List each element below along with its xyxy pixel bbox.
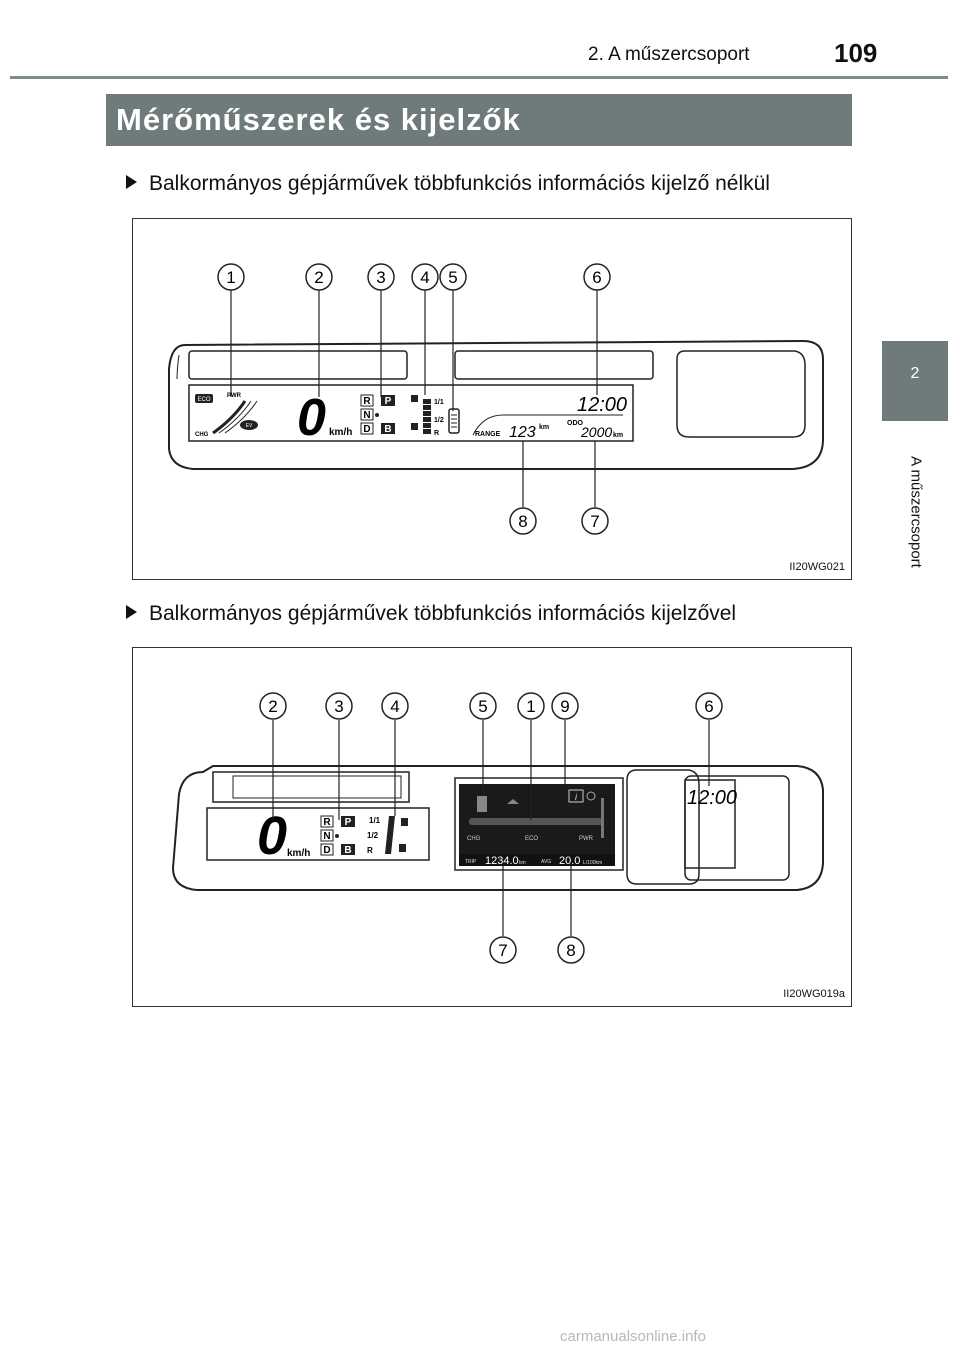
gear-indicator: R P N D B: [320, 815, 355, 856]
info-icon: [568, 789, 584, 803]
svg-text:B: B: [384, 424, 391, 435]
ev-label: EV: [246, 423, 253, 429]
svg-text:4: 4: [390, 697, 399, 716]
figure-2-code: II20WG019a: [783, 988, 845, 1000]
fuel-pump-icon-low: [411, 423, 418, 430]
svg-text:N: N: [323, 831, 330, 842]
svg-text:P: P: [345, 817, 352, 828]
svg-text:6: 6: [592, 268, 601, 287]
side-tab-label: A műszercsoport: [907, 456, 925, 568]
battery-icon: [448, 408, 460, 434]
svg-text:9: 9: [560, 697, 569, 716]
avg-unit: L/100km: [583, 860, 602, 866]
speed-unit: km/h: [329, 427, 352, 438]
odo-value: 2000: [580, 424, 612, 440]
svg-text:3: 3: [334, 697, 343, 716]
header-rule: [10, 76, 948, 79]
svg-text:R: R: [363, 396, 371, 407]
battery-icon: [477, 796, 487, 812]
svg-text:1: 1: [526, 697, 535, 716]
svg-text:N: N: [363, 410, 370, 421]
triangle-bullet-icon: [126, 175, 137, 189]
svg-text:3: 3: [376, 268, 385, 287]
chg-label: CHG: [467, 836, 481, 842]
svg-text:1/1: 1/1: [369, 816, 381, 825]
svg-text:7: 7: [498, 941, 507, 960]
trip-value: 1234.0: [485, 855, 519, 867]
fuel-gauge: 1/1 1/2 R: [411, 395, 444, 437]
svg-text:D: D: [323, 845, 330, 856]
speed-unit: km/h: [287, 848, 310, 859]
pwr-label: PWR: [227, 393, 242, 399]
svg-text:5: 5: [478, 697, 487, 716]
speed-value: 0: [297, 389, 326, 447]
svg-text:2: 2: [314, 268, 323, 287]
chg-label: CHG: [195, 432, 209, 438]
range-label: RANGE: [475, 431, 501, 438]
range-unit: km: [539, 424, 549, 431]
range-value: 123: [509, 424, 536, 441]
svg-text:8: 8: [566, 941, 575, 960]
gear-indicator: R P N D B: [360, 394, 395, 435]
page-number: 109: [834, 38, 878, 68]
odo-label: ODO: [567, 420, 584, 427]
car-icon: [507, 799, 519, 804]
section-title-bar: Mérőműszerek és kijelzők: [106, 94, 852, 146]
eco-label: ECO: [525, 836, 538, 842]
figure-1: ECO PWR CHG EV 0 km/h R P N D B 1/1 1/2 …: [132, 218, 852, 580]
clock-display: 12:00: [687, 787, 737, 809]
callout-markers: 2 3 4 5 1 9 6 7 8: [259, 692, 723, 964]
svg-text:i: i: [575, 792, 578, 802]
avg-value: 20.0: [559, 855, 580, 867]
triangle-bullet-icon: [126, 605, 137, 619]
section-heading-1: Balkormányos gépjárművek többfunkciós in…: [126, 172, 770, 196]
header-chapter: 2. A műszercsoport: [588, 44, 750, 65]
svg-text:7: 7: [590, 512, 599, 531]
eco-label: ECO: [197, 397, 210, 403]
trip-unit: km: [519, 860, 526, 866]
clock-display: 12:00: [577, 394, 627, 416]
footer-watermark[interactable]: carmanualsonline.info: [560, 1328, 706, 1345]
pwr-label: PWR: [579, 836, 594, 842]
odo-unit: km: [613, 432, 623, 439]
svg-text:1/1: 1/1: [434, 399, 444, 406]
svg-text:6: 6: [704, 697, 713, 716]
svg-text:B: B: [344, 845, 351, 856]
fuel-pump-icon: [411, 395, 418, 402]
svg-text:1/2: 1/2: [434, 417, 444, 424]
fuel-pump-icon-low: [399, 844, 406, 852]
svg-text:5: 5: [448, 268, 457, 287]
section-heading-2: Balkormányos gépjárművek többfunkciós in…: [126, 602, 736, 626]
fuel-gauge: 1/1 1/2 R: [367, 816, 408, 855]
svg-text:R: R: [367, 846, 373, 855]
fuel-pump-icon: [401, 818, 408, 826]
cluster-diagram-2: 0 km/h R P N D B 1/1 1/2 R i CHG ECO PWR…: [171, 692, 824, 964]
svg-text:R: R: [434, 430, 439, 437]
callout-markers: 1 2 3 4 5 6 7 8: [217, 263, 611, 535]
svg-text:R: R: [323, 817, 331, 828]
figure-2: 0 km/h R P N D B 1/1 1/2 R i CHG ECO PWR…: [132, 647, 852, 1007]
svg-text:4: 4: [420, 268, 429, 287]
trip-label: TRIP: [465, 859, 477, 865]
avg-label: AVG: [541, 859, 551, 865]
cluster-diagram-1: ECO PWR CHG EV 0 km/h R P N D B 1/1 1/2 …: [168, 263, 824, 535]
svg-text:2: 2: [268, 697, 277, 716]
speed-value: 0: [257, 806, 287, 866]
svg-text:D: D: [363, 424, 370, 435]
svg-text:8: 8: [518, 512, 527, 531]
figure-1-code: II20WG021: [789, 561, 845, 573]
svg-text:P: P: [385, 396, 392, 407]
svg-text:1/2: 1/2: [367, 831, 379, 840]
svg-text:1: 1: [226, 268, 235, 287]
side-tab-number[interactable]: 2: [882, 341, 948, 421]
section-title: Mérőműszerek és kijelzők: [116, 102, 521, 137]
